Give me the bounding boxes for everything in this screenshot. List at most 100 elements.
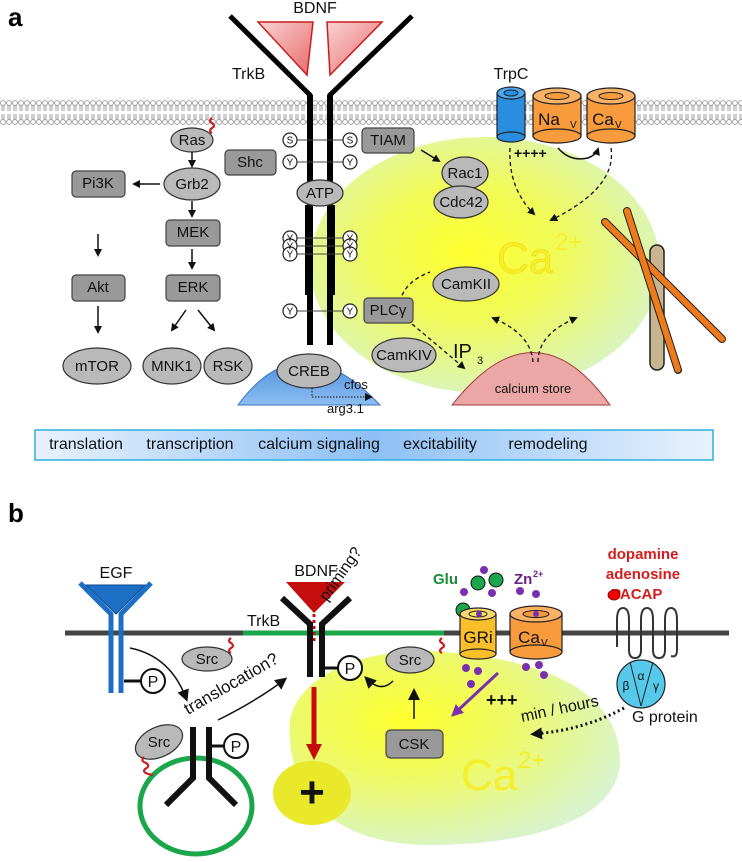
ligand-dot	[607, 589, 621, 601]
svg-text:TIAM: TIAM	[370, 132, 406, 149]
svg-text:Src: Src	[148, 734, 171, 751]
svg-text:2+: 2+	[518, 747, 545, 774]
residue-y	[282, 154, 298, 170]
svg-text:Cdc42: Cdc42	[439, 194, 482, 211]
src-oval	[134, 724, 184, 760]
svg-text:Src: Src	[196, 651, 219, 668]
svg-text:CREB: CREB	[288, 363, 330, 380]
plus-sign: +	[299, 768, 325, 817]
plus-three: +++	[486, 690, 518, 710]
camkii-oval	[432, 266, 500, 302]
g-protein-label: G protein	[632, 709, 698, 726]
svg-text:MEK: MEK	[177, 224, 210, 241]
svg-text:Na: Na	[538, 110, 560, 129]
svg-text:Ras: Ras	[179, 132, 206, 149]
mnk1-oval	[142, 347, 202, 385]
outcome-calcium-signaling: calcium signaling	[258, 436, 380, 453]
svg-text:Ca: Ca	[592, 110, 614, 129]
svg-text:β: β	[623, 679, 630, 693]
panel-b-label: b	[8, 498, 24, 528]
outcome-transcription: transcription	[146, 436, 233, 453]
ligand-pacap: PACAP	[611, 586, 662, 603]
residue-s-right	[342, 132, 358, 148]
mtor-oval	[62, 347, 132, 385]
svg-text:S: S	[347, 136, 354, 147]
svg-text:γ: γ	[653, 679, 659, 693]
purple-arrow	[451, 671, 500, 717]
svg-text:Y: Y	[347, 250, 354, 261]
outcome-translation: translation	[49, 436, 123, 453]
phospho-circle	[140, 668, 166, 694]
pi3k-box	[71, 170, 126, 198]
plus-circle	[273, 761, 351, 825]
residue-y	[342, 154, 358, 170]
svg-text:CamKII: CamKII	[441, 276, 491, 293]
svg-text:V: V	[541, 638, 548, 649]
rsk-oval	[203, 347, 253, 385]
svg-text:P: P	[148, 674, 159, 691]
calcium-store-mound	[450, 352, 611, 406]
trpc-channel: TrpC	[494, 66, 528, 143]
svg-text:PLCγ: PLCγ	[370, 302, 407, 319]
svg-text:MNK1: MNK1	[151, 358, 193, 375]
cav-channel-b: Ca V	[509, 605, 563, 660]
svg-text:Y: Y	[287, 250, 294, 261]
calcium-label-b: Ca 2+	[461, 747, 545, 800]
svg-text:3: 3	[477, 355, 483, 367]
svg-text:V: V	[570, 120, 577, 131]
svg-text:Y: Y	[347, 158, 354, 169]
phospho-circle	[337, 655, 363, 681]
calcium-label-a: Ca 2+	[497, 229, 583, 283]
svg-text:Rac1: Rac1	[447, 165, 482, 182]
ligand-adenosine: adenosine	[606, 566, 680, 583]
outcome-excitability: excitability	[403, 436, 477, 453]
svg-text:Ca: Ca	[497, 234, 554, 283]
svg-text:V: V	[615, 120, 622, 131]
residue-y	[342, 246, 358, 262]
atp-label: ATP	[306, 185, 334, 202]
panel-a: a BDNF TrkB S S	[0, 0, 742, 461]
ip3-label: IP	[453, 341, 472, 363]
residue-y	[342, 303, 358, 319]
svg-text:Src: Src	[399, 652, 422, 669]
svg-text:ERK: ERK	[178, 279, 209, 296]
gri-channel: GRi	[459, 607, 497, 660]
trkb-label-b: TrkB	[247, 613, 280, 630]
calcium-cloud	[310, 137, 660, 393]
transcription-arrow	[311, 388, 373, 401]
svg-text:P: P	[231, 739, 242, 756]
ras-lipid-anchor	[208, 117, 216, 134]
src-oval	[181, 646, 233, 672]
residue-y	[282, 246, 298, 262]
receptor-residues: S S Y Y Y Y Y Y Y Y Y	[282, 132, 358, 319]
trkb-receptor: TrkB	[228, 14, 414, 345]
svg-text:Grb2: Grb2	[175, 176, 208, 193]
calcium-store-label: calcium store	[495, 381, 572, 396]
tiam-box	[361, 127, 415, 154]
endosome-vesicle: P Src	[134, 724, 255, 857]
svg-text:Y: Y	[287, 307, 294, 318]
svg-text:Ca: Ca	[461, 751, 518, 800]
bdnf-ligand: BDNF	[256, 0, 384, 77]
src-oval-right	[385, 646, 435, 674]
bdnf-label: BDNF	[293, 0, 337, 17]
g-protein: β α γ G protein	[616, 659, 698, 726]
svg-text:2+: 2+	[555, 229, 582, 256]
creb-oval	[276, 353, 342, 389]
gene-arg31: arg3.1	[327, 401, 364, 416]
cav-channel: Ca V	[586, 87, 636, 144]
svg-text:α: α	[638, 669, 645, 683]
svg-text:CSK: CSK	[399, 736, 430, 753]
residue-y	[282, 303, 298, 319]
gene-cfos: cfos	[344, 377, 368, 392]
ligand-dopamine: dopamine	[608, 546, 679, 563]
outcome-remodeling: remodeling	[508, 436, 587, 453]
egf-receptor: EGF P	[78, 565, 166, 694]
cdc42-oval	[433, 185, 489, 219]
mek-box	[165, 219, 221, 247]
akt-box	[71, 274, 126, 302]
svg-text:Pi3K: Pi3K	[82, 175, 114, 192]
svg-text:Y: Y	[287, 242, 294, 253]
svg-text:Y: Y	[287, 158, 294, 169]
dotted-time-arrow	[530, 706, 625, 740]
